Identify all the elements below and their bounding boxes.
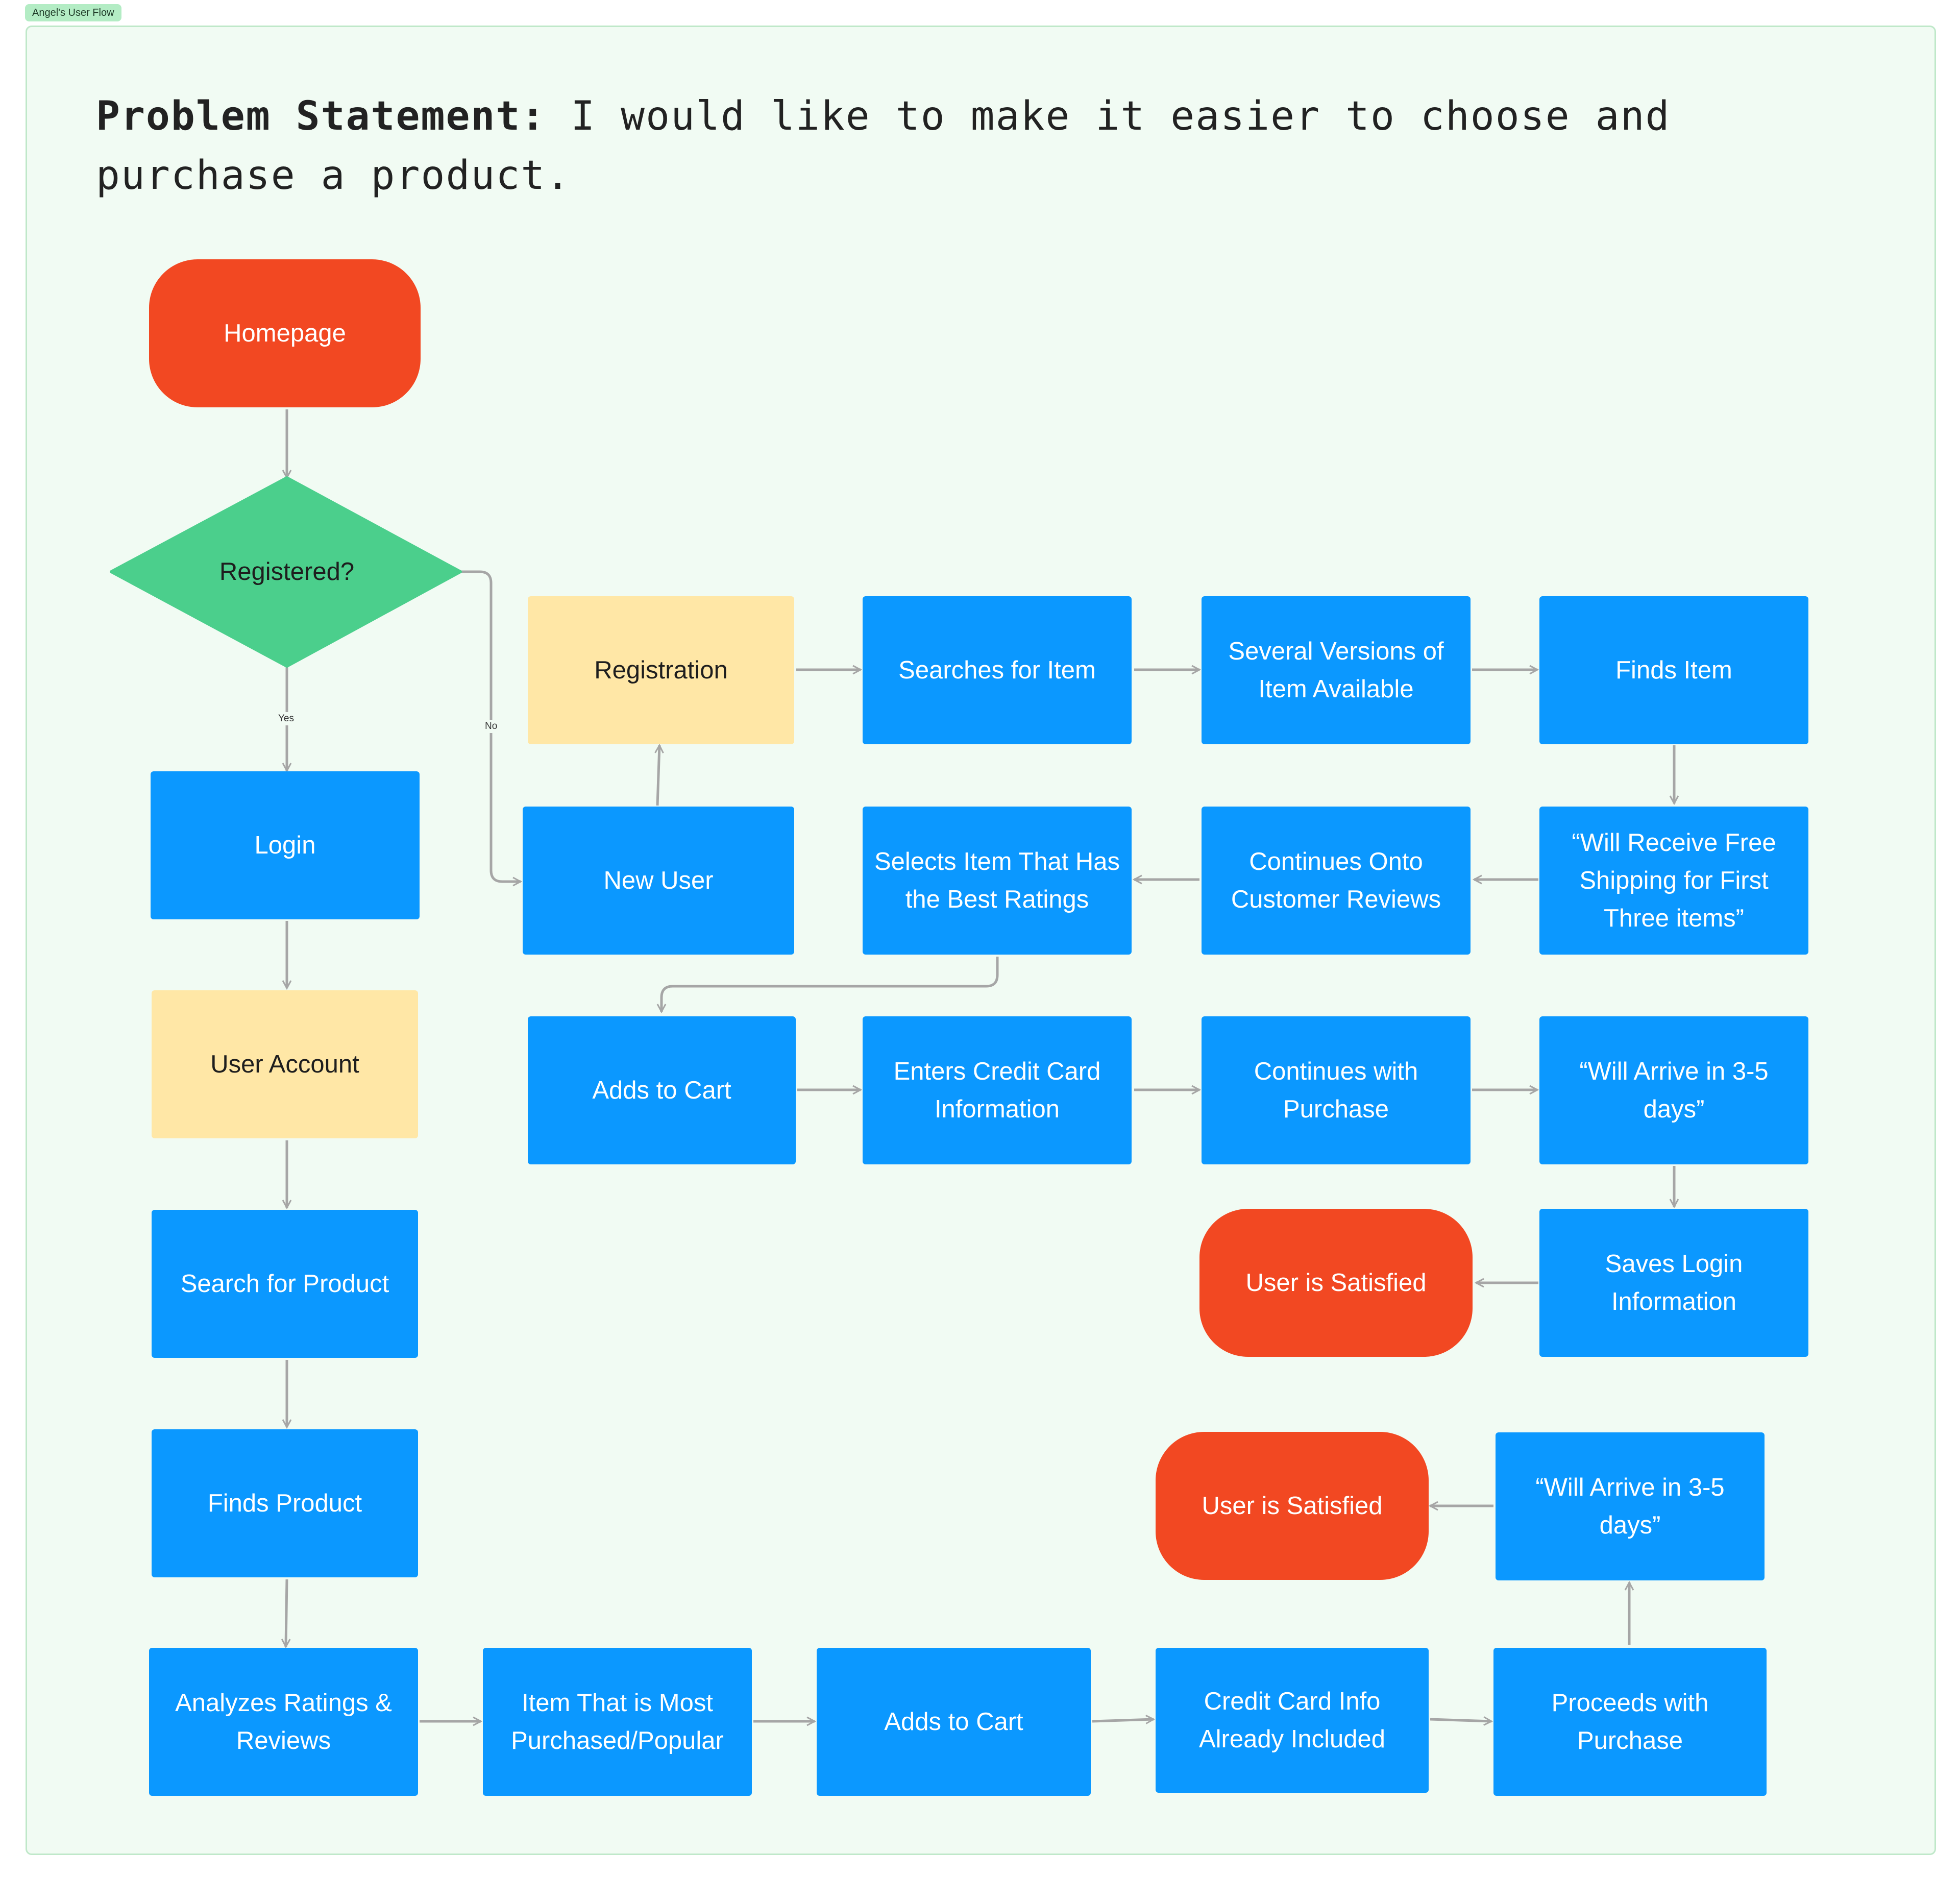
problem-statement: Problem Statement: I would like to make …: [96, 87, 1852, 205]
node-credit-card-included[interactable]: Credit Card Info Already Included: [1156, 1648, 1429, 1793]
node-enters-credit-card[interactable]: Enters Credit Card Information: [863, 1016, 1132, 1164]
node-searches-for-item[interactable]: Searches for Item: [863, 596, 1132, 744]
problem-statement-text: I would like to make it easier to choose…: [96, 93, 1671, 199]
node-continues-purchase[interactable]: Continues with Purchase: [1202, 1016, 1471, 1164]
connector-finds-product-analyzes: [286, 1579, 287, 1647]
connector-adds-cart-credit-included: [1092, 1719, 1154, 1721]
node-registration[interactable]: Registration: [528, 596, 794, 744]
node-adds-to-cart-bottom[interactable]: Adds to Cart: [817, 1648, 1091, 1796]
node-satisfied-bottom[interactable]: User is Satisfied: [1156, 1432, 1429, 1580]
node-adds-to-cart-top[interactable]: Adds to Cart: [528, 1016, 796, 1164]
node-satisfied-top[interactable]: User is Satisfied: [1199, 1209, 1473, 1357]
node-saves-login[interactable]: Saves Login Information: [1539, 1209, 1808, 1357]
node-selects-best-ratings[interactable]: Selects Item That Has the Best Ratings: [863, 807, 1132, 955]
edge-label-yes: Yes: [276, 712, 296, 725]
node-proceeds-with-purchase[interactable]: Proceeds with Purchase: [1493, 1648, 1767, 1796]
node-arrive-top[interactable]: “Will Arrive in 3-5 days”: [1539, 1016, 1808, 1164]
connector-selects-adds-cart-top: [662, 957, 999, 1012]
decision-diamond-shape: [110, 476, 462, 668]
frame-label[interactable]: Angel's User Flow: [25, 4, 121, 21]
node-free-shipping[interactable]: “Will Receive Free Shipping for First Th…: [1539, 807, 1808, 955]
connector-credit-included-proceeds: [1430, 1719, 1491, 1721]
node-finds-item[interactable]: Finds Item: [1539, 596, 1808, 744]
node-new-user[interactable]: New User: [523, 807, 794, 955]
edge-label-no: No: [483, 720, 500, 733]
problem-statement-label: Problem Statement:: [96, 93, 546, 139]
node-arrive-bottom[interactable]: “Will Arrive in 3-5 days”: [1496, 1432, 1765, 1580]
node-continues-reviews[interactable]: Continues Onto Customer Reviews: [1202, 807, 1471, 955]
node-registered-decision[interactable]: Registered?: [219, 558, 355, 586]
node-several-versions[interactable]: Several Versions of Item Available: [1202, 596, 1471, 744]
node-user-account[interactable]: User Account: [152, 990, 418, 1138]
node-homepage[interactable]: Homepage: [149, 259, 421, 407]
node-item-most-purchased[interactable]: Item That is Most Purchased/Popular: [483, 1648, 752, 1796]
node-search-for-product[interactable]: Search for Product: [152, 1210, 418, 1358]
node-finds-product[interactable]: Finds Product: [152, 1429, 418, 1577]
node-login[interactable]: Login: [151, 771, 420, 919]
connector-new-user-registration: [657, 745, 659, 806]
node-analyzes-ratings[interactable]: Analyzes Ratings & Reviews: [149, 1648, 418, 1796]
